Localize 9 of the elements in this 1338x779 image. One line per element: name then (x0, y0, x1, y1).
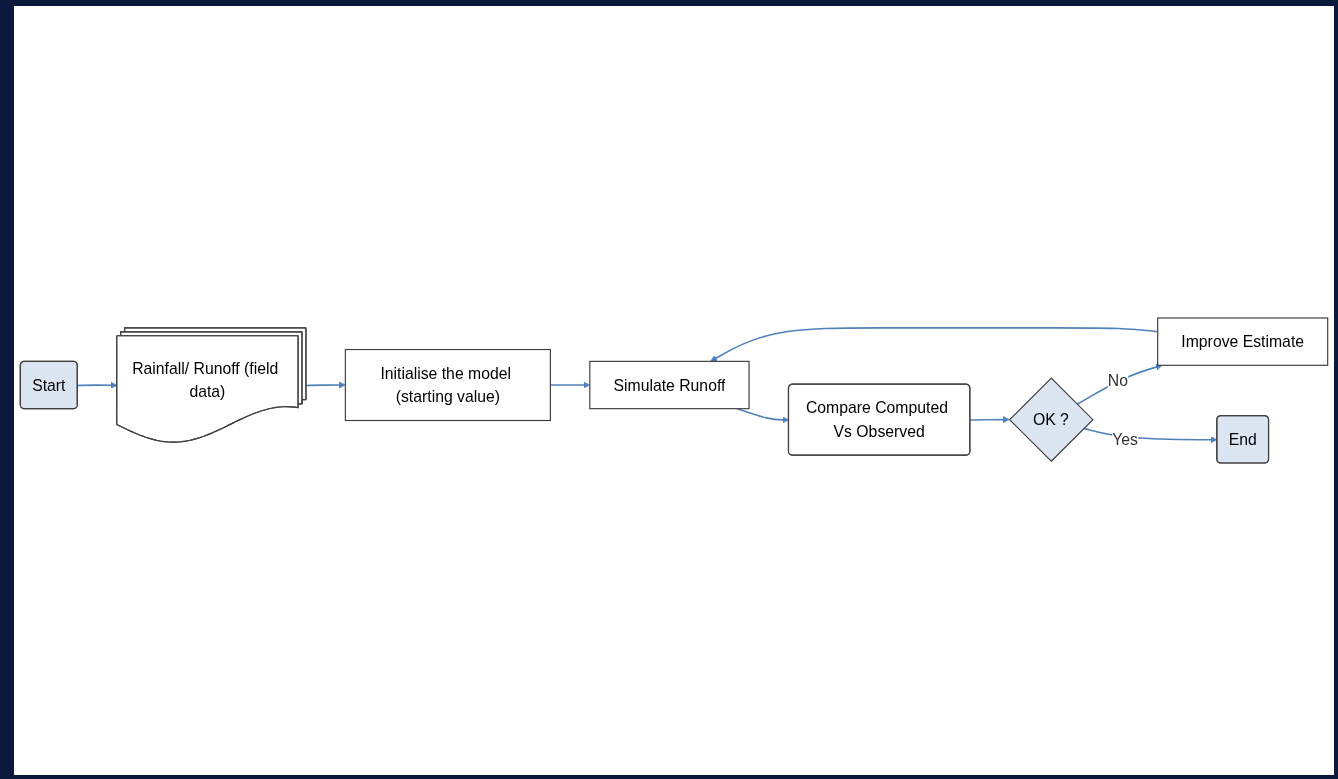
node-box: Simulate Runoff (589, 360, 750, 410)
node-diamond: OK ? (1008, 377, 1094, 463)
node-box: Initialise the model (starting value) (344, 348, 551, 422)
arrow (969, 416, 1010, 424)
edge-label: Yes (1112, 430, 1138, 449)
node-box: Improve Estimate (1157, 317, 1329, 366)
edge-label: No (1107, 371, 1128, 390)
arrow (1076, 363, 1163, 406)
arrow (305, 381, 346, 389)
